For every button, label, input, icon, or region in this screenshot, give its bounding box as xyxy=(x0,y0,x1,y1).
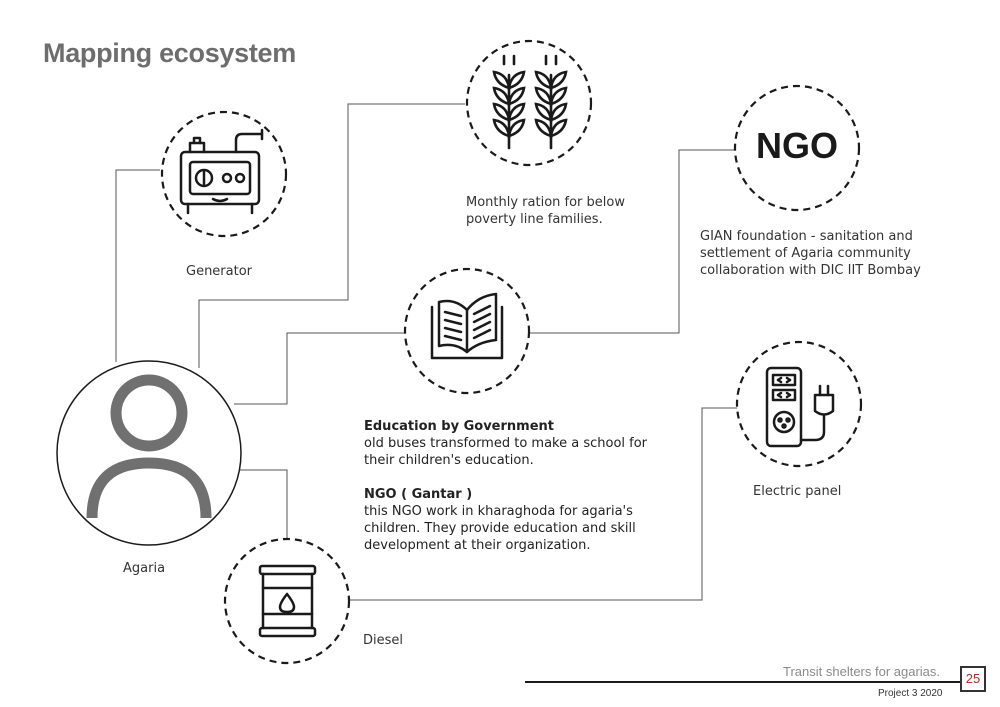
connector-diesel xyxy=(234,469,288,540)
wheat-icon xyxy=(492,54,568,150)
ration-circle xyxy=(465,39,593,167)
generator-icon xyxy=(179,128,264,215)
connector-ngo xyxy=(530,149,735,334)
ngo-gantar-body-line: children. They provide education and ski… xyxy=(364,521,636,536)
connector-ration xyxy=(198,103,465,368)
education-body-line: old buses transformed to make a school f… xyxy=(364,436,648,451)
ngo-gantar-body-line: development at their organization. xyxy=(364,538,591,553)
generator-label: Generator xyxy=(186,264,253,279)
person-icon xyxy=(86,374,212,519)
education-text-block: Education by Government old buses transf… xyxy=(364,418,647,554)
ngo-gantar-body-line: this NGO work in kharaghoda for agaria's xyxy=(364,504,633,519)
agaria-label: Agaria xyxy=(123,561,166,576)
ngo-gian-label: GIAN foundation - sanitation and settlem… xyxy=(700,228,921,279)
ration-label: Monthly ration for below poverty line fa… xyxy=(466,194,625,228)
education-heading: Education by Government xyxy=(364,419,554,434)
diesel-label: Diesel xyxy=(363,633,404,648)
footer-title: Transit shelters for agarias. xyxy=(783,664,941,679)
electric-panel-icon xyxy=(765,366,835,448)
oil-barrel-icon xyxy=(258,564,317,638)
page-title: Mapping ecosystem xyxy=(43,38,296,68)
connector-electric xyxy=(350,407,738,601)
footer-rule xyxy=(525,681,960,683)
diesel-circle xyxy=(223,537,351,665)
ngo-icon: NGO xyxy=(755,125,838,166)
ngo-circle xyxy=(733,84,861,212)
ration-label-line: poverty line families. xyxy=(466,212,603,227)
book-icon xyxy=(430,292,504,360)
electric-panel-label: Electric panel xyxy=(753,484,842,499)
connector-generator xyxy=(115,169,160,362)
ration-label-line: Monthly ration for below xyxy=(466,195,625,210)
connector-education xyxy=(234,332,405,405)
ngo-gian-label-line: settlement of Agaria community xyxy=(700,246,911,261)
footer-subtitle: Project 3 2020 xyxy=(878,688,943,699)
ngo-gian-label-line: GIAN foundation - sanitation and xyxy=(700,229,913,244)
page-number: 25 xyxy=(960,666,986,692)
education-body-line: their children's education. xyxy=(364,453,534,468)
agaria-circle xyxy=(56,360,242,546)
connector-lines xyxy=(115,103,738,601)
ngo-gian-label-line: collaboration with DIC IIT Bombay xyxy=(700,263,921,278)
ngo-gantar-heading: NGO ( Gantar ) xyxy=(364,487,473,502)
electric-circle xyxy=(735,340,863,468)
